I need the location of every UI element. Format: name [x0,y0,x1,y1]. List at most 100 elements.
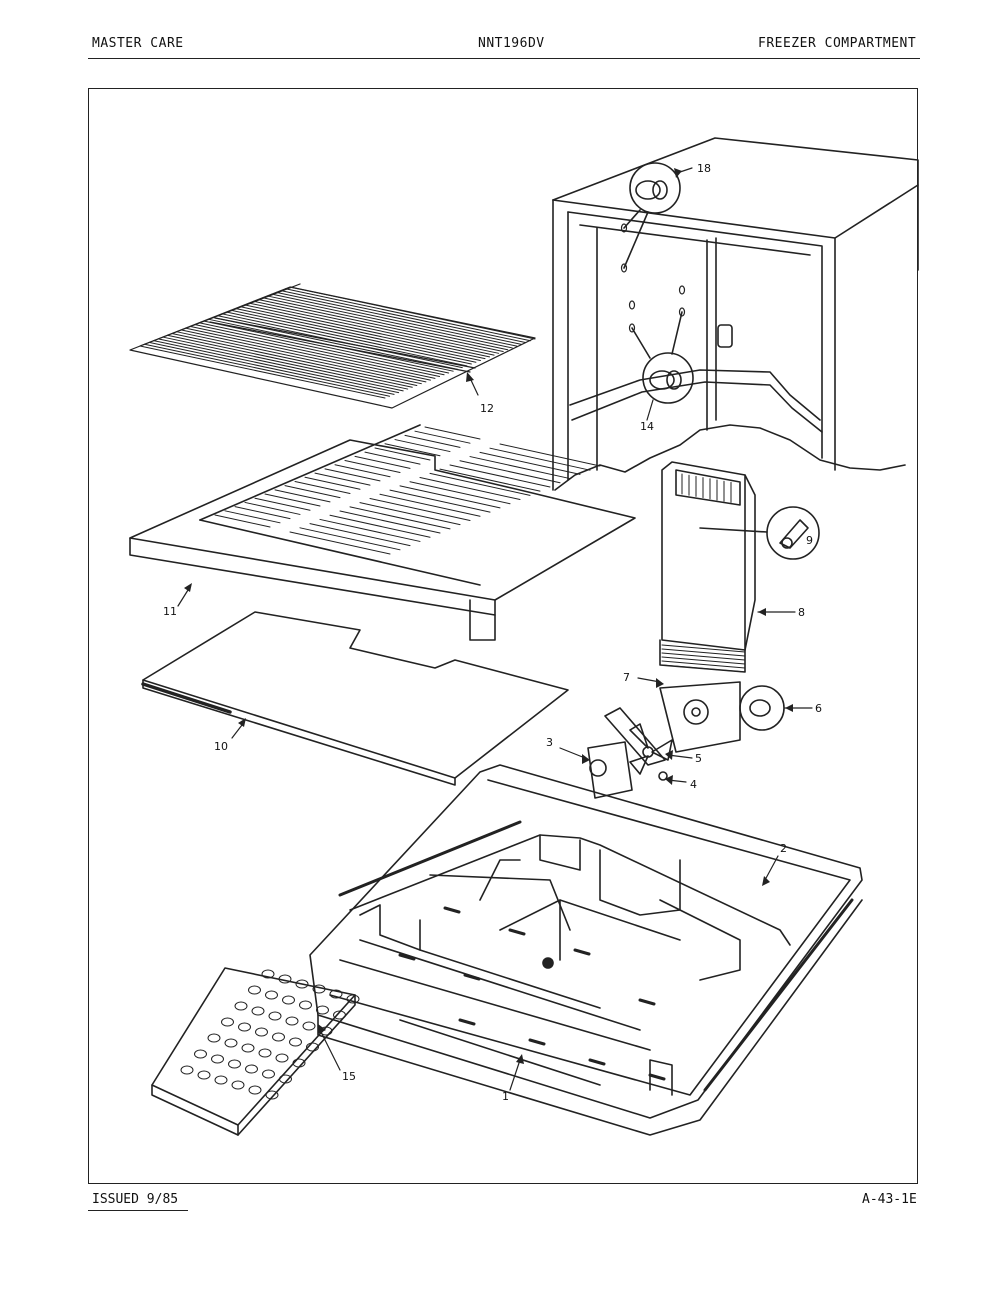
shelf-rod [148,341,395,395]
ice-cube-cell [265,990,278,1000]
shelf-rod [212,316,459,370]
shelf-rod [225,311,472,365]
ice-cube-cell [180,1065,194,1075]
shelf-rod [271,293,518,347]
shelf-slat [254,497,311,511]
shelf-rod [239,306,486,360]
shelf-rod [221,313,468,367]
shelf-slat [424,426,481,440]
vent-slot [443,906,461,914]
evaporator-cover-vents [398,906,666,1081]
shelf-slat [419,477,521,501]
callout-5: 5 [695,752,702,765]
wire-shelf-rods [139,286,536,399]
ice-cube-cell [248,985,261,995]
freezer-shelf-slats [214,426,601,555]
duct-rib [661,648,746,657]
shelf-slat [344,460,401,474]
shelf-slat [284,485,341,499]
shelf-slat [294,480,351,494]
ice-cube-cell [333,1010,346,1020]
ice-cube-cell [278,974,292,984]
shelf-slat [389,489,491,513]
diagram-frame [88,88,918,1184]
shelf-slat [404,434,461,448]
shelf-slat [459,460,561,484]
callout-12: 12 [480,402,494,415]
ice-cube-cell [268,1011,282,1021]
shelf-slat [264,493,321,507]
ice-cube-cell [265,1090,279,1100]
shelf-slat [479,451,581,475]
shelf-rod [280,290,527,344]
ice-cube-cell [194,1049,207,1059]
freezer-shelf [129,424,636,641]
vent-slot [573,948,591,956]
header-section-title: FREEZER COMPARTMENT [758,36,917,51]
callout-9: 9 [806,534,813,547]
shelf-rod [253,300,500,354]
shelf-slat [319,518,421,542]
vent-slot [508,928,526,936]
shelf-rod [180,329,427,383]
ice-cube-cell [279,1074,292,1084]
shelf-rod [262,297,509,351]
callout-labels: 18 12 14 9 11 8 7 6 10 5 3 4 2 15 1 [163,162,822,1103]
ice-tray-cubes [180,969,360,1100]
shelf-slat [304,476,361,490]
ice-cube-cell [272,1032,285,1042]
header-brand: MASTER CARE [92,36,184,51]
callout-6: 6 [815,702,822,715]
shelf-slat [394,439,451,453]
shelf-slat [349,506,451,530]
ice-cube-cell [231,1080,245,1090]
shelf-rod [157,338,404,392]
vent-slot [528,1038,546,1046]
footer-page-code: A-43-1E [862,1192,917,1207]
ice-cube-cell [312,984,326,994]
callout-10: 10 [214,740,228,753]
callout-2: 2 [780,842,787,855]
vent-slot [463,973,481,981]
ice-cube-cell [211,1054,224,1064]
duct-rib [661,652,746,661]
shelf-rod [162,336,409,390]
callout-18: 18 [697,162,711,175]
ice-cube-cell [302,1021,316,1031]
fastener-detail-9 [699,506,820,560]
vent-slot [648,1073,666,1081]
shelf-rod [198,322,445,376]
plug-detail-14 [631,311,694,404]
shelf-slat [379,493,481,517]
ice-cube-cell [258,1048,272,1058]
fan-motor [587,707,668,799]
shelf-slat [359,502,461,526]
callout-7: 7 [623,671,630,684]
duct-rib [661,644,746,653]
shelf-slat [289,531,391,555]
shelf-slat [339,510,441,534]
duct-rib [661,660,746,669]
air-duct-grille [661,473,746,673]
shelf-rod [275,291,522,345]
callout-4: 4 [690,778,697,791]
fan-blade [629,723,673,775]
ice-cube-cell [255,1027,268,1037]
ice-cube-cell [238,1022,251,1032]
ice-cube-cell [275,1053,289,1063]
shelf-rod [153,340,400,394]
shelf-rod [257,299,504,353]
shelf-rod [266,295,513,349]
ice-cube-cell [316,1005,329,1015]
shelf-slat [329,514,431,538]
vent-slot [398,953,416,961]
ice-cube-cell [241,1043,255,1053]
freezer-cabinet [552,137,919,491]
shelf-rod [203,320,450,374]
ice-cube-cell [285,1016,299,1026]
shelf-slat [429,472,531,496]
header-model-number: NNT196DV [478,36,545,51]
shelf-rod [284,288,531,342]
ice-cube-cell [228,1059,241,1069]
